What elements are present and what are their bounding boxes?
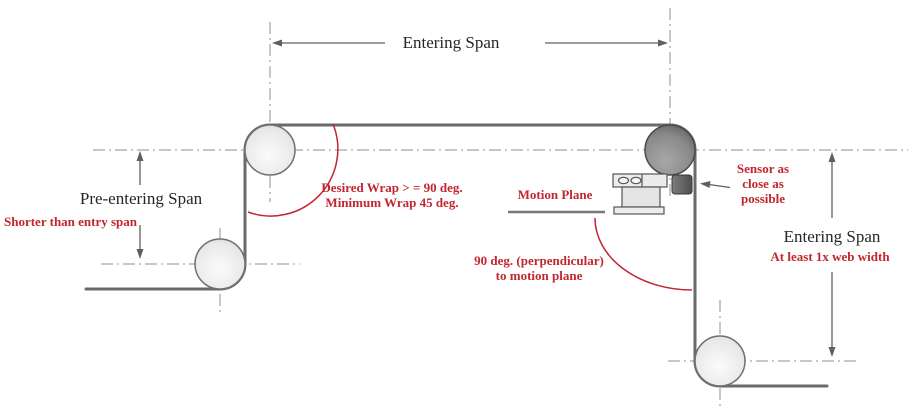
motion-plane-label: Motion Plane xyxy=(517,187,593,202)
entering-span-right-label: Entering Span xyxy=(783,227,881,246)
dimension-entering-span-right xyxy=(828,152,836,357)
wrap-angle-arc xyxy=(247,123,339,217)
perpendicular-angle-arc xyxy=(594,217,693,291)
sensor-close-line1: Sensor as xyxy=(736,161,790,176)
perpendicular-line2: to motion plane xyxy=(495,267,583,283)
desired-wrap-label: Desired Wrap > = 90 deg. Minimum Wrap 45… xyxy=(321,180,463,211)
roller-top-right-drive xyxy=(644,124,696,176)
sensor-close-label: Sensor as close as possible xyxy=(736,161,790,207)
sensor-pointer-arrow xyxy=(700,181,731,189)
sensor-close-line3: possible xyxy=(740,190,786,206)
perpendicular-line1: 90 deg. (perpendicular) xyxy=(474,253,604,268)
sensor-bracket xyxy=(612,173,668,215)
desired-wrap-line2: Minimum Wrap 45 deg. xyxy=(325,194,459,210)
dimension-pre-entering-span xyxy=(136,151,144,259)
roller-bottom-right xyxy=(694,335,746,387)
entering-span-top-label: Entering Span xyxy=(402,33,500,52)
sensor-close-line2: close as xyxy=(742,175,784,191)
perpendicular-label: 90 deg. (perpendicular) to motion plane xyxy=(474,253,604,284)
sensor-block xyxy=(671,174,693,195)
dimension-entering-span-top xyxy=(272,39,668,47)
roller-top-left xyxy=(244,124,296,176)
roller-bottom-left xyxy=(194,238,246,290)
pre-entering-span-label: Pre-entering Span xyxy=(79,189,203,208)
desired-wrap-line1: Desired Wrap > = 90 deg. xyxy=(321,180,463,195)
at-least-web-width-label: At least 1x web width xyxy=(770,249,890,264)
shorter-than-entry-span-label: Shorter than entry span xyxy=(4,214,138,229)
